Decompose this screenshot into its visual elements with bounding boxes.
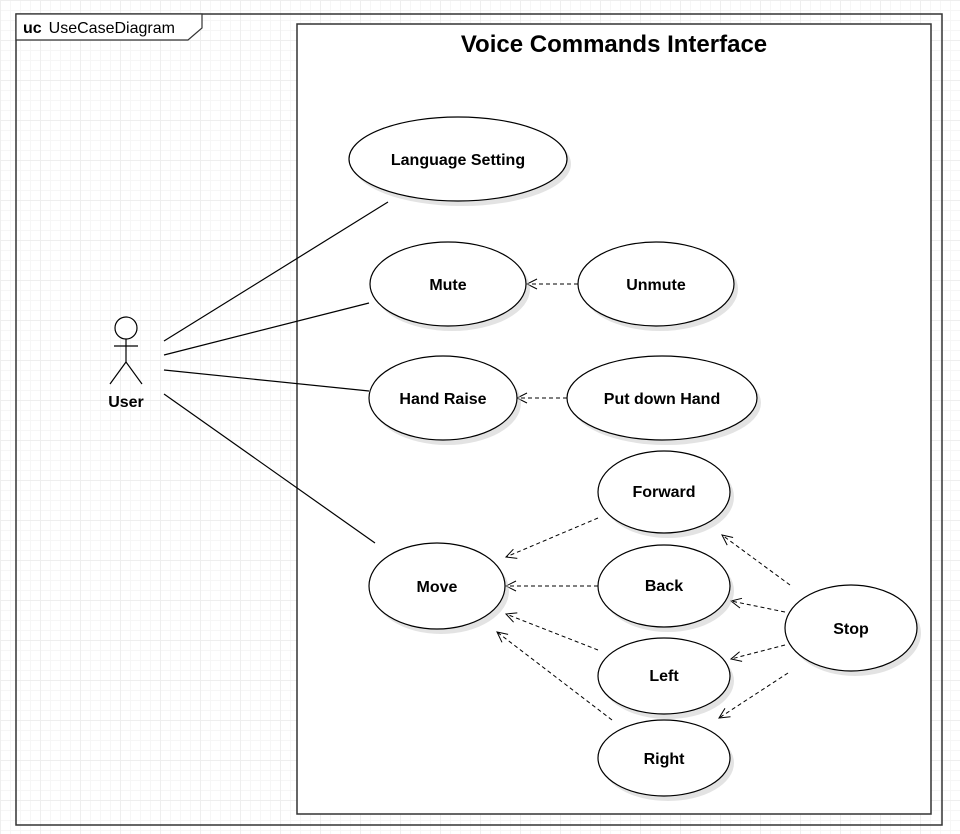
use-case-label: Language Setting [391,152,525,169]
arrowhead-left-move [504,612,518,623]
use-case-right[interactable]: Right [597,719,734,801]
use-case-move[interactable]: Move [368,542,509,634]
frame-tab [15,13,203,41]
dependency-right-move [496,631,613,721]
use-case-label: Move [417,579,458,596]
use-case-put-down-hand[interactable]: Put down Hand [566,355,761,445]
use-case-ellipse [566,355,758,441]
use-case-mute[interactable]: Mute [369,241,530,331]
arrowhead-right-move [496,631,509,643]
system-title: Voice Commands Interface [461,31,767,58]
arrowhead-forward-move [504,548,518,559]
use-case-ellipse [597,544,731,628]
use-case-ellipse [784,584,918,672]
actor-left-leg [109,361,127,385]
use-case-stop[interactable]: Stop [784,584,921,676]
frame-label: uc UseCaseDiagram [23,20,175,37]
arrowhead-stop-left [729,651,743,662]
use-case-ellipse [597,450,731,534]
arrowhead-stop-right [718,708,731,719]
use-case-label: Unmute [626,277,686,294]
use-case-label: Left [649,668,679,685]
arrowhead-stop-forward [721,534,734,546]
use-case-ellipse [577,241,735,327]
dependency-forward-move [505,517,599,558]
use-case-ellipse [368,355,518,441]
use-case-ellipse [597,719,731,797]
use-case-ellipse [368,542,506,630]
dependency-stop-back [730,600,786,613]
association-move [163,393,376,544]
use-case-left[interactable]: Left [597,637,734,719]
use-case-back[interactable]: Back [597,544,734,632]
association-mute [163,302,370,356]
actor-user: User [108,316,144,411]
use-case-label: Put down Hand [604,391,720,408]
use-case-label: Back [645,578,683,595]
use-case-language-setting[interactable]: Language Setting [348,116,571,206]
frame-name: UseCaseDiagram [49,20,175,37]
use-case-label: Hand Raise [399,391,486,408]
association-language-setting [163,201,389,342]
use-case-unmute[interactable]: Unmute [577,241,738,331]
actor-right-leg [125,361,143,385]
use-case-label: Forward [632,484,695,501]
use-case-label: Right [644,751,686,768]
actor-head [114,316,138,340]
use-case-label: Mute [429,277,466,294]
use-case-hand-raise[interactable]: Hand Raise [368,355,521,445]
use-case-ellipse [597,637,731,715]
use-case-forward[interactable]: Forward [597,450,734,538]
dependency-left-move [505,613,599,651]
actor-label: User [108,394,144,411]
use-case-label: Stop [833,621,869,638]
diagram-frame [15,13,943,826]
dependency-stop-left [730,644,786,660]
association-hand-raise [163,369,370,392]
use-case-ellipse [348,116,568,202]
use-case-ellipse [369,241,527,327]
frame-keyword: uc [23,20,42,37]
dependency-stop-forward [721,534,791,586]
